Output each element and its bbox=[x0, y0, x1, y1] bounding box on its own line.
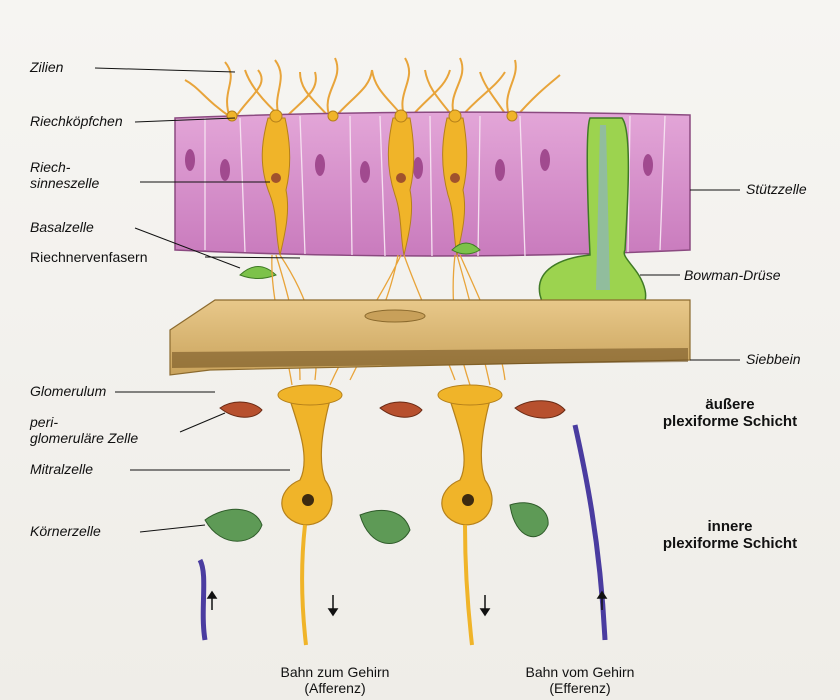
label-koernerzelle: Körnerzelle bbox=[30, 524, 101, 539]
label-bahn-zum-line1: Bahn zum Gehirn bbox=[255, 665, 415, 680]
label-siebbein: Siebbein bbox=[746, 352, 801, 367]
label-riech-line2: sinneszelle bbox=[30, 176, 99, 191]
label-riech-line1: Riech- bbox=[30, 160, 70, 175]
label-bahn-vom-line2: (Efferenz) bbox=[500, 681, 660, 696]
label-bahn-vom-line1: Bahn vom Gehirn bbox=[500, 665, 660, 680]
label-basalzelle: Basalzelle bbox=[30, 220, 94, 235]
direction-arrows bbox=[208, 592, 606, 615]
periglomerular-cells bbox=[220, 401, 565, 418]
glomeruli bbox=[278, 385, 502, 405]
label-bahn-zum-line2: (Afferenz) bbox=[255, 681, 415, 696]
label-zilien: Zilien bbox=[30, 60, 63, 75]
label-innere-line1: innere bbox=[640, 518, 820, 535]
label-bowman: Bowman-Drüse bbox=[684, 268, 780, 283]
cilia-group bbox=[185, 58, 560, 118]
granule-cells bbox=[205, 503, 548, 544]
bone-foramen bbox=[365, 310, 425, 322]
label-peri-line1: peri- bbox=[30, 415, 58, 430]
label-riechkoepfchen: Riechköpfchen bbox=[30, 114, 123, 129]
label-aeussere-line1: äußere bbox=[640, 396, 820, 413]
label-stuetzzelle: Stützzelle bbox=[746, 182, 807, 197]
label-innere-line2: plexiforme Schicht bbox=[640, 535, 820, 552]
label-riechnervenfasern: Riechnervenfasern bbox=[30, 250, 148, 265]
label-glomerulum: Glomerulum bbox=[30, 384, 106, 399]
label-aeussere-line2: plexiforme Schicht bbox=[640, 413, 820, 430]
label-peri-line2: glomeruläre Zelle bbox=[30, 431, 138, 446]
label-mitralzelle: Mitralzelle bbox=[30, 462, 93, 477]
